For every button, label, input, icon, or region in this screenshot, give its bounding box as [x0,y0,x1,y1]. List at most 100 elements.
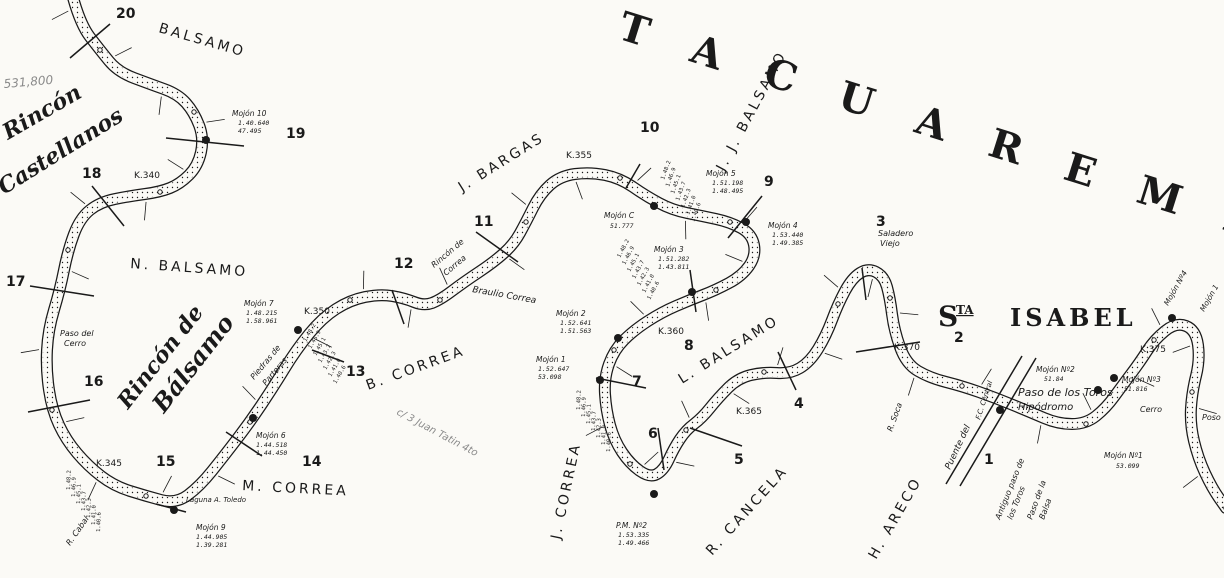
mojon-n3: Mojón Nº3 [1122,375,1161,384]
mojon-2: Mojón 2 [556,309,586,318]
place-cerro: Cerro [1140,405,1162,414]
point-9: 9 [764,174,774,190]
sounding-value: 1.46.9 [581,397,588,417]
pencil-number: 531,800 [3,73,54,91]
river-marker-circle [437,297,443,303]
sounding-value: 1.40.6 [606,432,613,452]
river-marker-circle [191,109,197,115]
point-12: 12 [394,256,413,272]
mojon-1-b: 53.098 [538,373,562,381]
shore-tick [158,96,162,115]
mojon-6-b: 1.44.450 [256,449,287,457]
shore-tick [1182,476,1198,488]
river [40,0,1224,514]
point-18: 18 [82,166,101,182]
place-saladero-2: Viejo [880,239,900,248]
mojon-c-b: 51.777 [610,222,634,230]
shore-tick [616,366,633,377]
shore-ticks [20,10,1217,500]
region-santa-isabel-sup: TA [956,303,974,317]
river-marker-circle [835,301,841,307]
mojon-1-a: 1.52.647 [538,365,569,373]
river-marker-circle [97,47,103,53]
river-marker-circle [727,219,733,225]
point-3: 3 [876,214,886,230]
km-375: K.375 [1140,345,1166,355]
owner-j-bargas: J. BARGAS [455,130,548,196]
mojon-7: Mojón 7 [244,299,274,308]
mojon-9-b: 1.39.281 [196,541,227,549]
mojon-9-a: 1.44.905 [196,533,227,541]
river-markers [49,47,1224,510]
mojon-n3-b: 51.816 [1124,385,1148,393]
shore-tick [899,312,919,316]
river-marker-circle [523,219,529,225]
km-365: K.365 [736,407,762,417]
point-5: 5 [734,452,744,468]
mojon-5-b: 1.48.495 [712,187,743,195]
shore-tick [439,267,448,285]
sounding-value: 1.40.6 [96,512,103,532]
sounding-value: 1.48.2 [66,470,73,490]
shore-tick [637,167,652,181]
river-marker-circle [959,383,965,389]
shore-tick [676,461,695,467]
mojon-7-b: 1.58.961 [246,317,277,325]
mojon-5-a: 1.51.198 [712,179,743,187]
shore-tick [242,385,256,400]
owner-b-correa: B. CORREA [364,343,467,394]
owner-h-areco: H. ARECO [866,474,926,562]
mojon-3: Mojón 3 [654,245,684,254]
shore-tick [511,192,527,205]
region-tacuarembo-label: T A C U A R E M B Ó [613,3,1224,278]
mojon-right: Mojón 1 [1198,283,1221,313]
mojon-4-a: 1.53.440 [772,231,803,239]
river-marker-circle [49,407,55,413]
mojon-3-b: 1.43.811 [658,263,689,271]
shore-tick [115,47,132,57]
sounding-value: 1.48.2 [576,390,583,410]
mojon-n1: Mojón Nº1 [1104,451,1143,460]
mojon-3-a: 1.51.282 [658,255,689,263]
owner-m-correa: M. CORREA [242,478,349,500]
shore-tick [144,201,147,221]
shore-tick [824,352,843,360]
km-370: K.370 [894,343,920,353]
region-santa-isabel-name: ISABEL [1010,303,1137,332]
owner-balsamo: BALSAMO [157,20,248,60]
shore-tick [162,475,172,493]
shore-tick [1172,345,1191,353]
shore-tick [218,475,235,485]
place-r-soca: R. Soca [885,401,904,432]
mojon-n1-b: 53.099 [1116,462,1140,470]
mojon-2-a: 1.52.641 [560,319,591,327]
river-marker-circle [887,295,893,301]
km-350: K.350 [304,307,330,317]
river-marker-circle [143,493,149,499]
shore-tick [644,451,659,465]
shore-tick [70,191,86,205]
shore-tick [66,417,85,423]
river-marker-circle [1083,421,1089,427]
mojon-10: Mojón 10 [232,109,267,118]
shore-tick [407,309,412,328]
sounding-value: 1.41.0 [91,505,98,525]
sounding-value: 1.41.0 [601,425,608,445]
shore-tick [823,274,839,288]
river-marker-circle [617,175,623,181]
shore-tick [87,482,97,500]
region-tacuarembo: T A C U A R E M B Ó [613,3,1224,278]
sounding-value: 1.43.7 [81,491,88,511]
mojon-4-b: 1.49.385 [772,239,803,247]
river-marker-circle [761,369,767,375]
shore-tick [867,279,873,298]
point-15: 15 [156,454,175,470]
point-10: 10 [640,120,660,136]
shore-tick [315,338,332,348]
sounding-value: 1.42.3 [596,418,603,438]
shore-tick [1137,378,1155,387]
place-poso: Poso [1202,413,1221,422]
mojon-7-a: 1.48.215 [246,309,277,317]
pm-2-a: 1.53.335 [618,531,649,539]
